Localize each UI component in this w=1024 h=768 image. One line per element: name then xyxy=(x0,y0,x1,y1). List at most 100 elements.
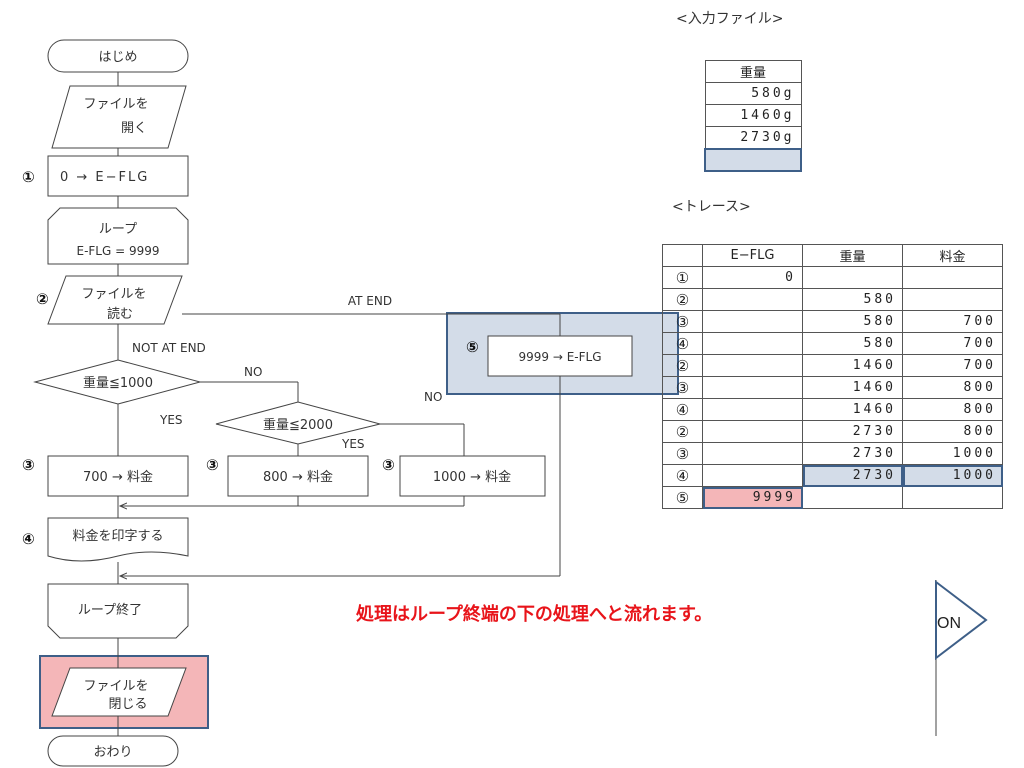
no1-label: NO xyxy=(244,365,262,379)
open-file-label-2: 開く xyxy=(121,121,147,136)
trace-header-row: E−FLG 重量 料金 xyxy=(662,244,1003,267)
trace-cell xyxy=(702,354,803,377)
cond2-label: 重量≦2000 xyxy=(263,417,333,433)
loop-start-label-1: ループ xyxy=(99,222,137,237)
trace-cell: 800 xyxy=(902,420,1003,443)
trace-cell xyxy=(702,398,803,421)
trace-cell: 9999 xyxy=(702,486,803,509)
set-flag-label: 9999 → E-FLG xyxy=(518,350,601,364)
fee2-process xyxy=(227,455,369,497)
trace-step-cell: ③ xyxy=(662,376,703,399)
trace-step-cell: ④ xyxy=(662,464,703,487)
open-file-io xyxy=(51,85,187,149)
step-marker-4: ④ xyxy=(22,530,35,548)
not-at-end-label: NOT AT END xyxy=(132,341,206,355)
no2-label: NO xyxy=(424,390,442,404)
trace-cell xyxy=(702,442,803,465)
step-marker-2: ② xyxy=(36,290,49,308)
trace-cell: 2730 xyxy=(802,420,903,443)
trace-step-cell: ① xyxy=(662,266,703,289)
trace-cell: 700 xyxy=(902,354,1003,377)
trace-cell: 700 xyxy=(902,332,1003,355)
trace-header-step xyxy=(662,244,703,267)
trace-header-fee: 料金 xyxy=(902,244,1003,267)
trace-cell xyxy=(702,464,803,487)
trace-cell xyxy=(902,266,1003,289)
start-label: はじめ xyxy=(98,50,137,65)
flag-label: ON xyxy=(937,615,961,632)
input-file-table: 重量 580g 1460g 2730g xyxy=(704,60,802,172)
trace-cell xyxy=(802,486,903,509)
init-label: 0 → E−FLG xyxy=(60,170,149,185)
trace-cell xyxy=(702,376,803,399)
fee3-label: 1000 → 料金 xyxy=(433,469,511,485)
trace-cell xyxy=(802,266,903,289)
trace-cell: 1460 xyxy=(802,354,903,377)
trace-cell xyxy=(902,486,1003,509)
open-file-label-1: ファイルを xyxy=(83,97,148,112)
input-file-empty-row xyxy=(704,147,802,172)
trace-cell xyxy=(702,310,803,333)
close-file-io xyxy=(51,667,187,717)
loop-start xyxy=(47,207,189,265)
step-marker-3a: ③ xyxy=(22,456,35,474)
trace-cell xyxy=(902,288,1003,311)
cond1-decision xyxy=(33,359,202,405)
close-file-label-2: 閉じる xyxy=(108,697,147,712)
trace-step-cell: ⑤ xyxy=(662,486,703,509)
trace-step-cell: ④ xyxy=(662,332,703,355)
trace-step-cell: ④ xyxy=(662,398,703,421)
flag-banner-icon xyxy=(935,579,988,661)
step-marker-3c: ③ xyxy=(382,456,395,474)
trace-header-weight: 重量 xyxy=(802,244,903,267)
end-label: おわり xyxy=(93,745,132,760)
trace-cell: 580 xyxy=(802,288,903,311)
trace-cell: 2730 xyxy=(802,464,903,487)
trace-step-cell: ② xyxy=(662,288,703,311)
trace-header-eflg: E−FLG xyxy=(702,244,803,267)
trace-cell: 2730 xyxy=(802,442,903,465)
start-terminal xyxy=(47,39,189,73)
close-file-label-1: ファイルを xyxy=(83,679,148,694)
trace-step-cell: ② xyxy=(662,354,703,377)
step-marker-3b: ③ xyxy=(206,456,219,474)
trace-row: ② 580 xyxy=(662,288,1003,311)
trace-cell: 1000 xyxy=(902,464,1003,487)
trace-cell: 1000 xyxy=(902,442,1003,465)
input-file-row: 1460g xyxy=(704,104,802,127)
at-end-label: AT END xyxy=(348,294,392,308)
loop-start-label-2: E-FLG = 9999 xyxy=(76,244,159,258)
cond2-decision xyxy=(215,401,381,445)
yes2-label: YES xyxy=(341,437,365,451)
trace-cell: 0 xyxy=(702,266,803,289)
trace-cell: 800 xyxy=(902,398,1003,421)
read-file-label-1: ファイルを xyxy=(81,287,146,302)
input-file-row: 580g xyxy=(704,82,802,105)
fee1-process xyxy=(47,455,189,497)
step-marker-1: ① xyxy=(22,168,35,186)
input-file-header: 重量 xyxy=(704,60,802,83)
trace-cell xyxy=(702,420,803,443)
trace-caption: <トレース> xyxy=(672,199,751,215)
loop-end xyxy=(47,583,189,639)
trace-cell: 800 xyxy=(902,376,1003,399)
trace-cell xyxy=(702,332,803,355)
read-file-label-2: 読む xyxy=(107,306,133,322)
trace-cell: 700 xyxy=(902,310,1003,333)
loop-end-label: ループ終了 xyxy=(78,602,142,618)
trace-step-cell: ② xyxy=(662,420,703,443)
fee2-label: 800 → 料金 xyxy=(263,469,333,485)
trace-step-cell: ③ xyxy=(662,442,703,465)
init-process xyxy=(47,155,189,197)
trace-cell: 1460 xyxy=(802,398,903,421)
trace-cell xyxy=(702,288,803,311)
